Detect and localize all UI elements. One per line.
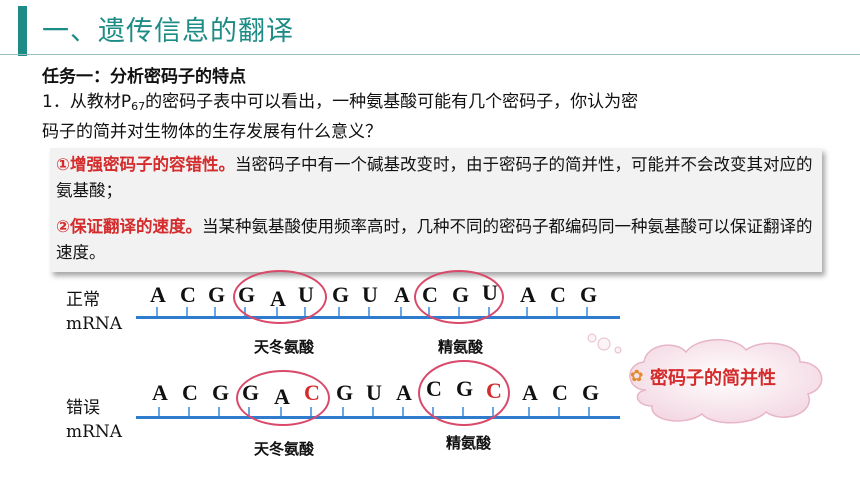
normal-base: G — [208, 282, 226, 307]
question-line-1: 1．从教材P67的密码子表中可以看出，一种氨基酸可能有几个密码子，你认为密 — [42, 88, 638, 121]
normal-codon-ring-asp — [233, 270, 327, 324]
normal-strand-tick — [526, 307, 528, 316]
normal-mrna-label: 正常 mRNA — [66, 288, 122, 336]
mutant-label-line-2: mRNA — [66, 422, 123, 442]
normal-base: C — [550, 282, 566, 307]
normal-strand-tick — [586, 307, 588, 316]
question-suffix: 的密码子表中可以看出，一种氨基酸可能有几个密码子，你认为密 — [145, 92, 639, 112]
normal-strand-tick — [400, 307, 402, 316]
mutant-strand-tick — [402, 407, 404, 416]
mutant-strand-tick — [528, 407, 530, 416]
normal-base: G — [332, 282, 350, 307]
answer-point-2: ②保证翻译的速度。当某种氨基酸使用频率高时，几种不同的密码子都编码同一种氨基酸可… — [56, 214, 818, 266]
task-heading: 任务一：分析密码子的特点 — [42, 67, 246, 87]
answer-point-2-text: 当某种氨基酸使用频率高时，几种不同的密码子都编码同一种氨基酸可以保证翻译的速度。 — [56, 217, 813, 262]
flower-icon: ✿ — [630, 366, 644, 385]
normal-strand-line — [136, 316, 620, 319]
mutant-strand-tick — [372, 407, 374, 416]
normal-base: G — [580, 282, 598, 307]
mutant-strand-line — [136, 416, 620, 419]
mutant-base: G — [336, 380, 354, 405]
mutant-codon-ring-asp — [236, 370, 330, 426]
mutant-base: U — [366, 380, 382, 405]
mutant-strand-tick — [158, 407, 160, 416]
normal-strand-tick — [368, 307, 370, 316]
normal-amino-acid-asp: 天冬氨酸 — [254, 338, 315, 356]
mutant-base: C — [552, 380, 568, 405]
answer-point-1: ①增强密码子的容错性。当密码子中有一个碱基改变时，由于密码子的简并性，可能并不会… — [56, 152, 818, 204]
answer-point-1-heading: ①增强密码子的容错性。 — [56, 155, 235, 174]
normal-strand-tick — [338, 307, 340, 316]
mutant-strand-tick — [588, 407, 590, 416]
normal-base: A — [394, 282, 410, 307]
mutant-base: A — [522, 380, 538, 405]
mutant-amino-acid-arg: 精氨酸 — [446, 434, 492, 452]
mutant-codon-ring-arg — [418, 360, 510, 426]
normal-strand-tick — [156, 307, 158, 316]
mutant-amino-acid-asp: 天冬氨酸 — [254, 440, 315, 458]
mutant-mrna-label: 错误 mRNA — [66, 396, 122, 444]
normal-base: A — [150, 282, 166, 307]
normal-codon-ring-arg — [414, 270, 504, 324]
mutant-strand-tick — [558, 407, 560, 416]
question-page-number: 67 — [131, 100, 146, 113]
normal-label-line-2: mRNA — [66, 314, 123, 334]
mutant-base: C — [182, 380, 198, 405]
normal-base: U — [362, 282, 378, 307]
page-title: 一、遗传信息的翻译 — [42, 16, 294, 47]
title-accent-bar — [18, 6, 27, 56]
normal-amino-acid-arg: 精氨酸 — [438, 338, 484, 356]
mutant-strand-tick — [218, 407, 220, 416]
mutant-base: G — [212, 380, 230, 405]
mutant-base: A — [152, 380, 168, 405]
mutant-label-line-1: 错误 — [66, 398, 100, 418]
mutant-base: A — [396, 380, 412, 405]
callout-label: 密码子的简并性 — [650, 368, 776, 389]
normal-label-line-1: 正常 — [66, 290, 100, 310]
mutant-strand-tick — [342, 407, 344, 416]
answer-box: ①增强密码子的容错性。当密码子中有一个碱基改变时，由于密码子的简并性，可能并不会… — [50, 148, 822, 272]
mutant-strand-tick — [188, 407, 190, 416]
question-prefix: 1．从教材P — [42, 92, 132, 112]
title-divider — [0, 54, 860, 55]
answer-point-1-text: 当密码子中有一个碱基改变时，由于密码子的简并性，可能并不会改变其对应的氨基酸； — [56, 155, 813, 200]
normal-strand-tick — [556, 307, 558, 316]
normal-base: A — [520, 282, 536, 307]
mutant-base: G — [582, 380, 600, 405]
cloud-shape — [587, 333, 823, 424]
question-line-2: 码子的简并对生物体的生存发展有什么意义？ — [42, 122, 382, 142]
normal-strand-tick — [214, 307, 216, 316]
normal-strand-tick — [186, 307, 188, 316]
callout-cloud: ✿ 密码子的简并性 — [586, 330, 846, 430]
normal-base: C — [180, 282, 196, 307]
answer-point-2-heading: ②保证翻译的速度。 — [56, 217, 202, 236]
